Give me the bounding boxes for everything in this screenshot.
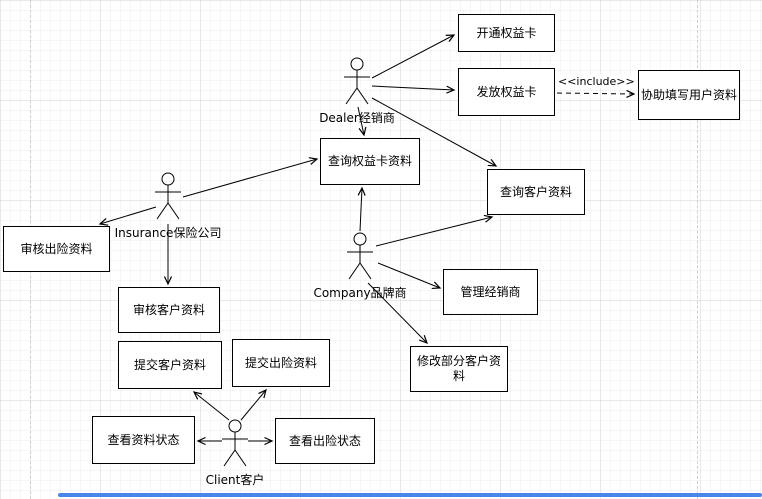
actor-label: Company品牌商: [313, 286, 407, 300]
usecase-uc-open-card[interactable]: 开通权益卡: [458, 14, 555, 52]
actor-client[interactable]: Client客户: [206, 419, 264, 488]
usecase-label: 查询客户资料: [499, 184, 572, 199]
usecase-uc-submit-claim[interactable]: 提交出险资料: [232, 339, 330, 387]
edge-uc-issue-card-to-uc-assist-fill: [556, 89, 636, 98]
usecase-label: 查看出险状态: [288, 433, 361, 448]
actor-label: Client客户: [205, 473, 265, 487]
usecase-uc-view-claim-status[interactable]: 查看出险状态: [275, 418, 375, 464]
usecase-label: 发放权益卡: [476, 84, 537, 99]
edge-dealer-to-uc-issue-card: [371, 85, 456, 94]
usecase-uc-query-customer[interactable]: 查询客户资料: [487, 169, 585, 215]
usecase-uc-modify-customer[interactable]: 修改部分客户资料: [410, 346, 508, 392]
horizontal-scrollbar[interactable]: [58, 493, 762, 497]
usecase-uc-view-status[interactable]: 查看资料状态: [92, 416, 195, 464]
actor-figure-icon: [155, 172, 181, 220]
usecase-label: 开通权益卡: [476, 25, 537, 40]
edge-dealer-to-uc-open-card: [371, 34, 456, 79]
actor-figure-icon: [344, 57, 370, 105]
edge-company-to-uc-query-card: [357, 186, 366, 232]
page-break-line-right: [697, 0, 698, 499]
edge-insurance-to-uc-query-card: [182, 157, 319, 198]
usecase-uc-review-customer[interactable]: 审核客户资料: [118, 287, 220, 333]
usecase-label: 查看资料状态: [107, 432, 180, 447]
usecase-label: 查询权益卡资料: [327, 154, 412, 168]
include-stereotype-label: <<include>>: [556, 75, 635, 88]
usecase-label: 协助填写用户资料: [641, 87, 738, 102]
actor-insurance[interactable]: Insurance保险公司: [115, 172, 221, 241]
actor-label: Dealer经销商: [319, 111, 395, 125]
usecase-uc-review-claim[interactable]: 审核出险资料: [3, 226, 110, 272]
usecase-uc-submit-customer[interactable]: 提交客户资料: [118, 341, 222, 389]
usecase-label: 提交出险资料: [244, 355, 317, 370]
usecase-uc-query-card[interactable]: 查询权益卡资料: [320, 138, 420, 185]
actor-dealer[interactable]: Dealer经销商: [319, 57, 395, 126]
usecase-uc-issue-card[interactable]: 发放权益卡: [458, 68, 555, 116]
actor-company[interactable]: Company品牌商: [313, 232, 407, 301]
usecase-label: 提交客户资料: [133, 357, 206, 372]
usecase-uc-manage-dealer[interactable]: 管理经销商: [443, 269, 538, 315]
edge-company-to-uc-query-customer: [375, 214, 494, 247]
edge-insurance-to-uc-review-claim: [98, 206, 157, 226]
actor-figure-icon: [222, 419, 248, 467]
usecase-label: 审核客户资料: [132, 302, 205, 317]
edge-client-to-uc-submit-claim: [240, 388, 267, 421]
usecase-label: 审核出险资料: [20, 241, 93, 256]
usecase-label: 修改部分客户资料: [416, 354, 501, 383]
usecase-uc-assist-fill[interactable]: 协助填写用户资料: [638, 70, 740, 120]
edge-client-to-uc-submit-customer: [192, 391, 230, 421]
actor-label: Insurance保险公司: [114, 226, 222, 240]
usecase-label: 管理经销商: [460, 284, 521, 299]
actor-figure-icon: [347, 232, 373, 280]
